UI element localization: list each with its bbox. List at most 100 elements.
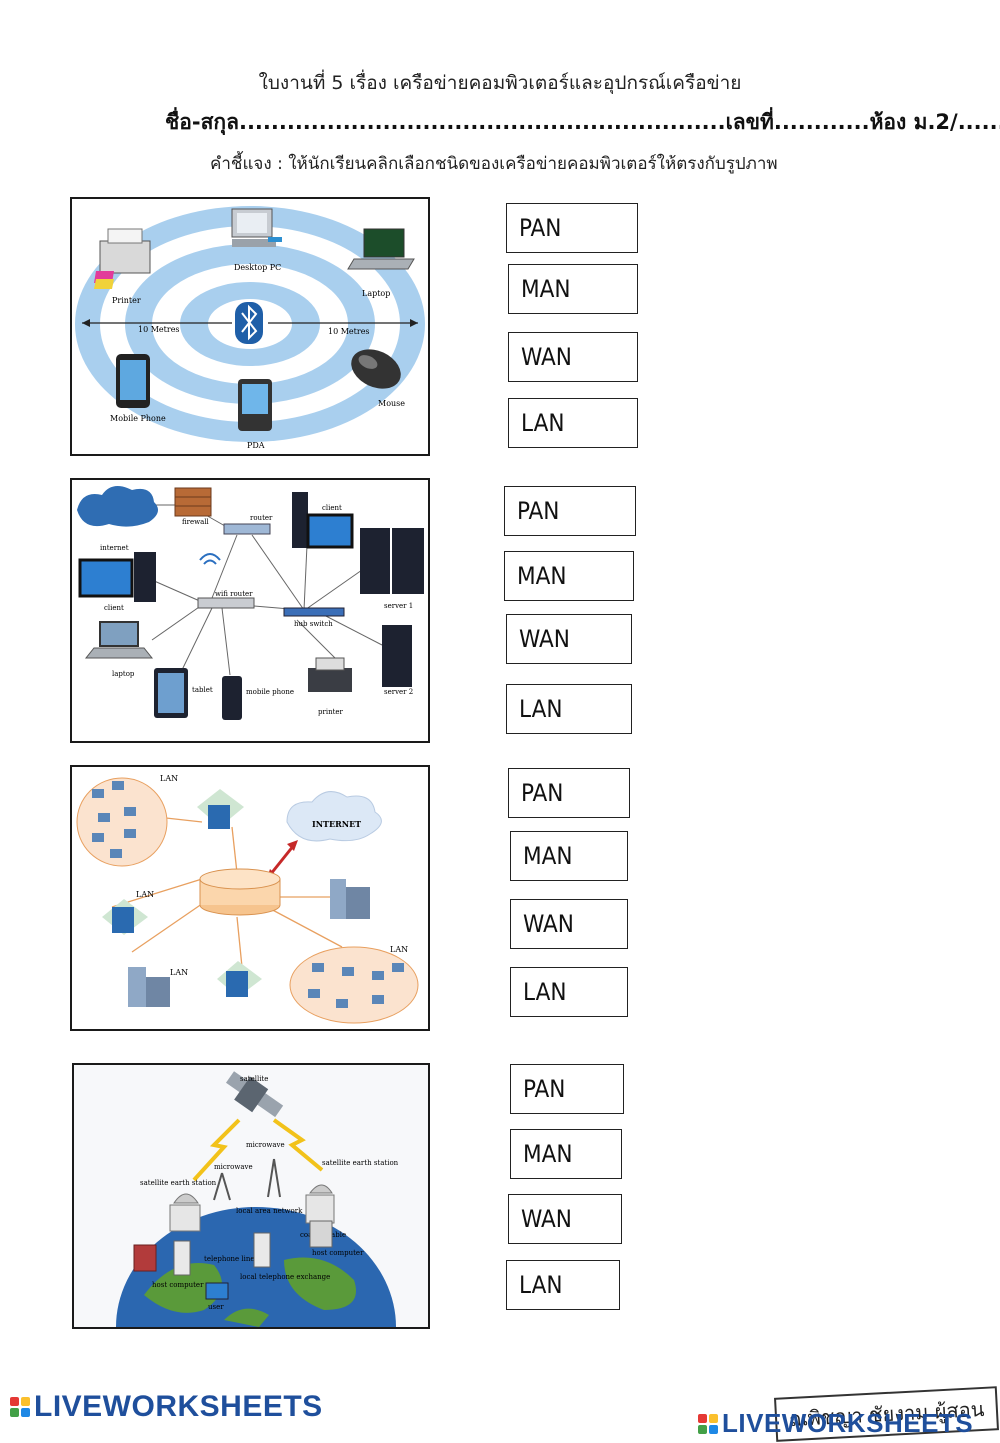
q4-option-lan[interactable]: LAN: [506, 1260, 620, 1310]
earth-station-left-label: satellite earth station: [140, 1179, 217, 1187]
q2-option-man[interactable]: MAN: [504, 551, 634, 601]
mobile-phone-icon: [222, 676, 242, 720]
q3-option-man[interactable]: MAN: [510, 831, 628, 881]
instruction-text: คำชี้แจง : ให้นักเรียนคลิกเลือกชนิดของเค…: [210, 154, 778, 174]
server-2-label: server 2: [384, 688, 413, 696]
logo-grid-icon: [10, 1397, 30, 1417]
mobile-phone-label: mobile phone: [246, 688, 294, 696]
user-computer-icon: [205, 1282, 229, 1300]
microwave-tower-icon-right: [267, 1158, 281, 1198]
lan-label-3: LAN: [170, 968, 188, 977]
internet-cloud-icon: [77, 486, 158, 527]
internet-link-arrow: [268, 844, 296, 876]
microwave-tower-icon-left: [213, 1172, 231, 1201]
name-number-class-line: ชื่อ-สกุล...............................…: [165, 110, 1000, 134]
worksheet-title: ใบงานที่ 5 เรื่อง เครือข่ายคอมพิวเตอร์แล…: [258, 72, 742, 94]
q3-option-pan[interactable]: PAN: [508, 768, 630, 818]
mobile-phone-label: Mobile Phone: [110, 414, 166, 423]
lan-cluster-bottom-right: [289, 946, 419, 1024]
lan-computers-bottom-right: [308, 963, 404, 1008]
building-icon-bottom: [217, 961, 262, 997]
server-2-icon: [382, 625, 412, 687]
right-range-label: 10 Metres: [328, 327, 370, 336]
laptop-label: laptop: [112, 670, 135, 678]
host-computer-mid-icon: [173, 1240, 191, 1276]
earth-station-right-label: satellite earth station: [322, 1159, 399, 1167]
laptop-icon: [347, 228, 415, 270]
host-computer-left-icon: [133, 1244, 157, 1272]
lan-computers-top-left: [92, 781, 136, 858]
q2-option-pan[interactable]: PAN: [504, 486, 636, 536]
printer-label: printer: [318, 708, 344, 716]
signal-right-bolt: [272, 1118, 324, 1172]
host-computer-right-label: host computer: [312, 1249, 364, 1257]
q3-option-wan[interactable]: WAN: [510, 899, 628, 949]
brand-text-left: LIVEWORKSHEETS: [34, 1390, 323, 1423]
q1-option-pan[interactable]: PAN: [506, 203, 638, 253]
q1-option-lan[interactable]: LAN: [508, 398, 638, 448]
wifi-router-icon: [197, 553, 255, 609]
bluetooth-icon: [235, 302, 263, 344]
pan-diagram-image: 10 Metres 10 Metres Desktop PC Printer L…: [70, 197, 430, 456]
internet-label: internet: [100, 544, 129, 552]
laptop-icon: [84, 621, 154, 659]
q1-option-man[interactable]: MAN: [508, 264, 638, 314]
microwave-top-label: microwave: [246, 1141, 285, 1149]
wan-diagram-image: satellite microwave microwave satellite …: [72, 1063, 430, 1329]
lan-cluster-top-left: [76, 777, 168, 867]
wifi-router-label: wifi router: [215, 590, 253, 598]
router-icon: [223, 523, 271, 535]
man-diagram-image: LAN INTERNET LAN LAN: [70, 765, 430, 1031]
printer-icon: [94, 228, 151, 289]
satellite-label: satellite: [240, 1075, 268, 1083]
internet-label: INTERNET: [312, 819, 361, 829]
router-label: router: [250, 514, 273, 522]
signal-left-bolt: [192, 1118, 241, 1182]
hub-switch-icon: [283, 607, 345, 617]
liveworksheets-logo-right: LIVEWORKSHEETS: [698, 1408, 973, 1439]
printer-icon: [308, 657, 352, 692]
telephone-exchange-label: local telephone exchange: [240, 1273, 330, 1281]
q3-option-lan[interactable]: LAN: [510, 967, 628, 1017]
logo-grid-icon: [698, 1413, 718, 1434]
client-left-label: client: [104, 604, 124, 612]
hub-switch-label: hub switch: [294, 620, 333, 628]
server-1-icon: [360, 528, 424, 594]
desktop-pc-label: Desktop PC: [234, 263, 281, 272]
desktop-pc-icon: [231, 208, 282, 247]
telephone-lines-label: telephone lines: [204, 1255, 259, 1263]
server-1-label: server 1: [384, 602, 413, 610]
exchange-icon: [253, 1232, 271, 1268]
local-area-network-label: local area network: [236, 1207, 303, 1215]
host-computer-right-icon: [309, 1220, 333, 1248]
client-top-label: client: [322, 504, 342, 512]
satellite-icon: [225, 1071, 284, 1118]
mouse-icon: [351, 349, 401, 389]
building-icon-right: [330, 879, 370, 919]
host-computer-left-label: host computer: [152, 1281, 204, 1289]
printer-label: Printer: [112, 296, 141, 305]
firewall-icon: [174, 487, 212, 517]
client-left-icon: [78, 552, 156, 602]
q1-option-wan[interactable]: WAN: [508, 332, 638, 382]
firewall-label: firewall: [182, 518, 210, 526]
mouse-label: Mouse: [378, 399, 405, 408]
microwave-left-label: microwave: [214, 1163, 253, 1171]
q4-option-man[interactable]: MAN: [510, 1129, 622, 1179]
lan-label-2: LAN: [136, 890, 154, 899]
pda-label: PDA: [247, 441, 265, 450]
brand-text-right: LIVEWORKSHEETS: [722, 1408, 974, 1438]
laptop-label: Laptop: [362, 289, 390, 298]
q4-option-wan[interactable]: WAN: [508, 1194, 622, 1244]
central-hub-icon: [199, 868, 281, 916]
building-icon-left: [102, 899, 148, 935]
building-icon-top: [197, 789, 244, 829]
liveworksheets-logo-left: LIVEWORKSHEETS: [10, 1390, 323, 1424]
q2-option-lan[interactable]: LAN: [506, 684, 632, 734]
lan-diagram-image: firewall router client internet client w…: [70, 478, 430, 743]
q4-option-pan[interactable]: PAN: [510, 1064, 624, 1114]
user-label: user: [208, 1303, 224, 1311]
building-icon-bottom-left: [128, 967, 170, 1007]
mobile-phone-icon: [116, 354, 150, 408]
q2-option-wan[interactable]: WAN: [506, 614, 632, 664]
